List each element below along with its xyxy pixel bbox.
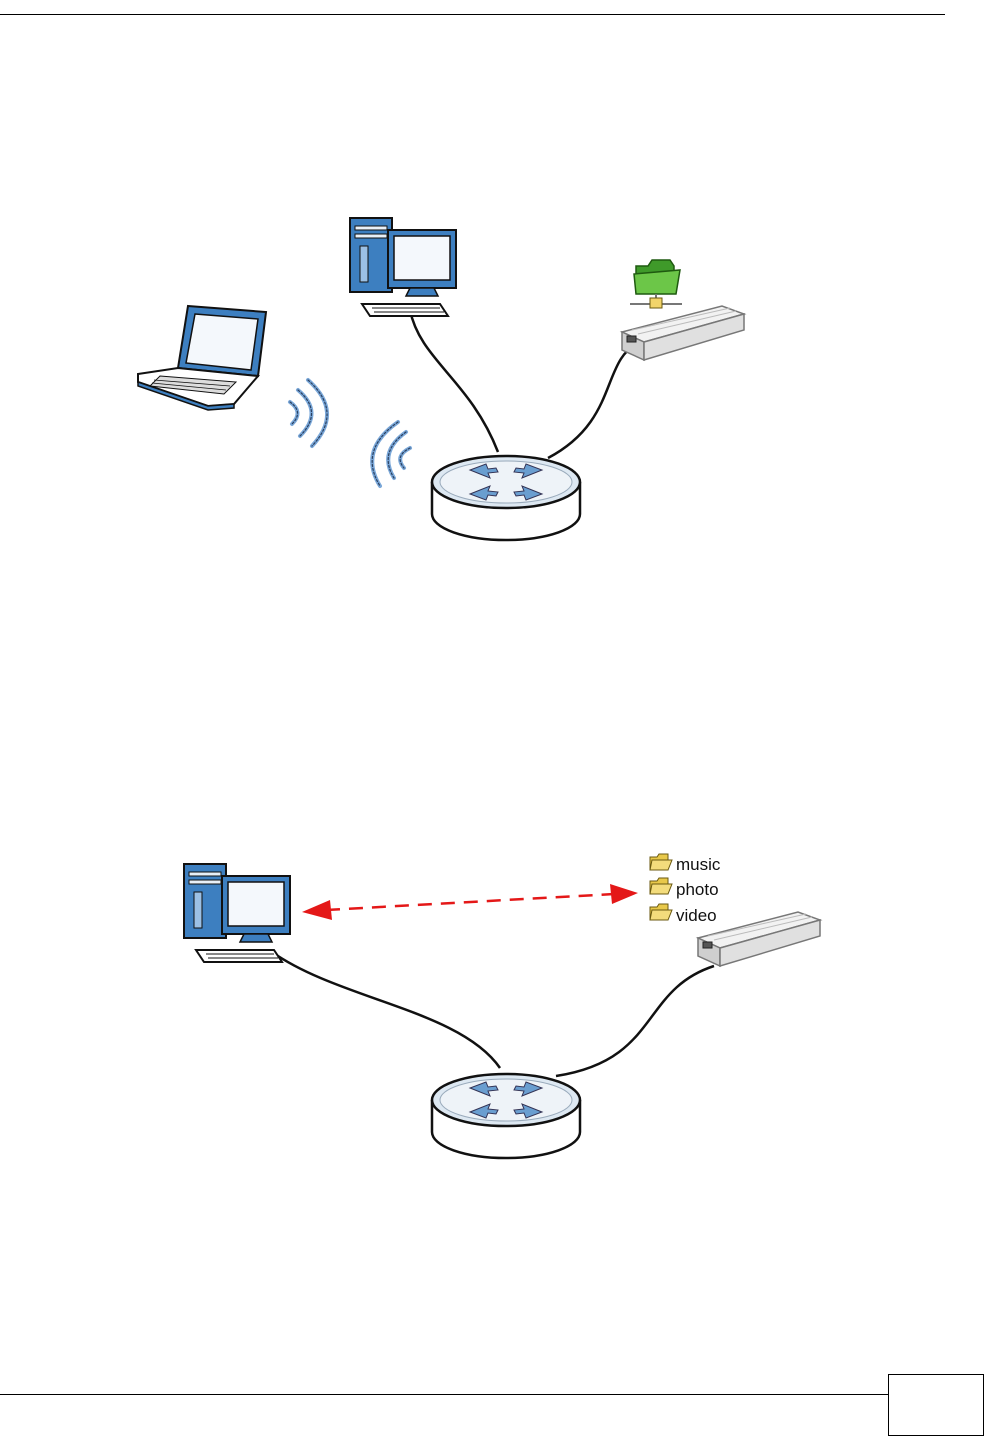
- shared-folder-list: music photo video: [650, 854, 721, 925]
- ethernet-cable: [556, 966, 714, 1076]
- folder-label-video: video: [676, 906, 717, 925]
- nas-drive-icon: [622, 306, 744, 360]
- folder-label-photo: photo: [676, 880, 719, 899]
- figure-2-network-diagram: music photo video: [184, 854, 820, 1158]
- ethernet-cable: [548, 342, 640, 458]
- laptop-icon: [138, 306, 266, 410]
- router-icon: [432, 456, 580, 540]
- ethernet-cable: [272, 952, 500, 1068]
- file-access-arrow: [302, 884, 638, 920]
- router-icon: [432, 1074, 580, 1158]
- folder-icon: [650, 904, 672, 920]
- folder-label-music: music: [676, 855, 721, 874]
- ethernet-cable: [410, 310, 498, 452]
- figure-1-network-diagram: [138, 218, 744, 540]
- shared-folder-icon: [630, 260, 682, 308]
- desktop-computer-icon: [350, 218, 456, 316]
- wireless-signal-icon: [290, 380, 410, 486]
- folder-icon: [650, 854, 672, 870]
- desktop-computer-icon: [184, 864, 290, 962]
- folder-icon: [650, 878, 672, 894]
